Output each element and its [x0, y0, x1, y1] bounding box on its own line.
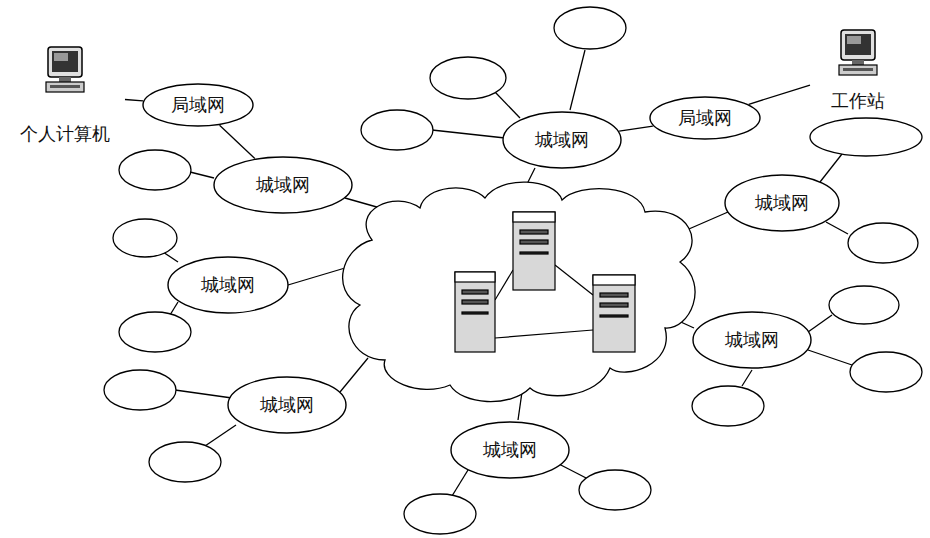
node-label: 局域网 [171, 94, 225, 116]
network-ellipse: 城域网 [692, 311, 812, 369]
node-label: 城域网 [755, 192, 809, 214]
link-line [220, 125, 255, 158]
link-line [619, 126, 653, 131]
network-cloud [343, 182, 695, 402]
node-label: 城域网 [256, 174, 310, 196]
node-label: 城域网 [260, 394, 314, 416]
branch-lines [160, 50, 852, 496]
node-label: 个人计算机 [18, 123, 112, 145]
network-ellipse: 城域网 [502, 111, 622, 169]
network-ellipse: 城域网 [213, 156, 353, 214]
network-ellipse: 局域网 [142, 83, 254, 127]
network-ellipse: 局域网 [649, 96, 761, 140]
node-label: 城域网 [725, 329, 779, 351]
link-line [125, 100, 143, 101]
network-ellipse: 城域网 [227, 376, 347, 434]
network-ellipse: 城域网 [450, 421, 570, 479]
computer-icon [837, 28, 879, 78]
node-label: 城域网 [483, 439, 537, 461]
empty-network-ellipses [104, 7, 922, 534]
node-label: 局域网 [678, 107, 732, 129]
computer-node: 个人计算机 [5, 45, 125, 145]
server-towers [455, 212, 635, 352]
node-label: 工作站 [829, 90, 887, 112]
network-ellipse: 城域网 [167, 256, 289, 314]
node-label: 城域网 [201, 274, 255, 296]
node-label: 城域网 [535, 129, 589, 151]
computer-node: 工作站 [810, 28, 906, 112]
link-line [749, 85, 810, 104]
computer-icon [44, 45, 86, 95]
network-ellipse: 城域网 [724, 174, 840, 232]
